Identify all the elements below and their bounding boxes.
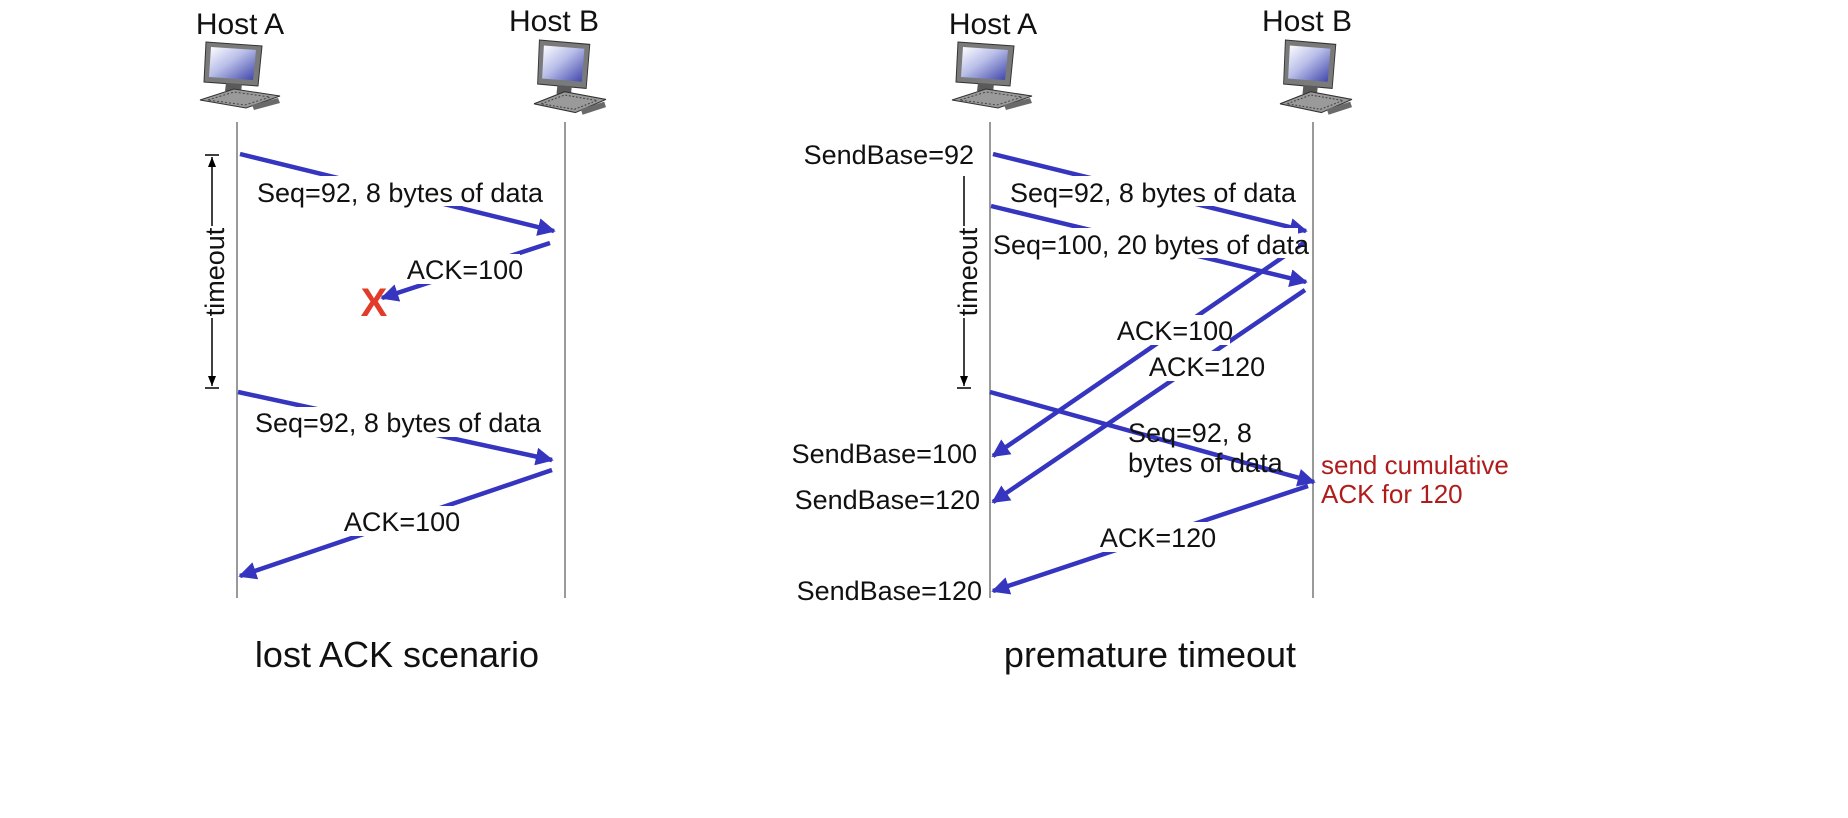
left-ack-2-label: ACK=100 bbox=[344, 507, 460, 537]
left-caption: lost ACK scenario bbox=[255, 634, 539, 675]
right-ack-100-arrow bbox=[991, 240, 1307, 458]
timer-arrow-icon bbox=[205, 154, 219, 389]
left-timeout-label: timeout bbox=[200, 227, 230, 316]
left-segment-1-label: Seq=92, 8 bytes of data bbox=[257, 178, 544, 208]
right-host-a-label: Host A bbox=[949, 8, 1037, 41]
left-ack-1-label: ACK=100 bbox=[407, 255, 523, 285]
right-caption: premature timeout bbox=[1004, 634, 1296, 675]
left-host-a-label: Host A bbox=[196, 8, 284, 41]
right-ack-120-final-label: ACK=120 bbox=[1100, 523, 1216, 553]
right-segment-2-label: Seq=100, 20 bytes of data bbox=[993, 230, 1310, 260]
left-panel: Host A Host B timeout Seq=92, 8 bytes of… bbox=[196, 5, 607, 675]
timer-arrow-icon bbox=[957, 176, 971, 389]
right-segment-3-arrow bbox=[989, 389, 1316, 487]
sendbase-100-label: SendBase=100 bbox=[792, 439, 977, 469]
right-segment-3-label-line1: Seq=92, 8 bbox=[1128, 418, 1252, 448]
right-segment-1-label: Seq=92, 8 bytes of data bbox=[1010, 178, 1297, 208]
left-segment-2-label: Seq=92, 8 bytes of data bbox=[255, 408, 542, 438]
right-timeout-label: timeout bbox=[953, 227, 983, 316]
computer-icon bbox=[951, 41, 1033, 111]
cumulative-ack-note-line2: ACK for 120 bbox=[1321, 479, 1463, 509]
right-ack-120-label: ACK=120 bbox=[1149, 352, 1265, 382]
sendbase-120-final-label: SendBase=120 bbox=[797, 576, 982, 606]
right-host-b-label: Host B bbox=[1262, 5, 1352, 38]
right-ack-120-arrow bbox=[991, 288, 1307, 504]
cumulative-ack-note-line1: send cumulative bbox=[1321, 450, 1509, 480]
right-panel: Host A Host B timeout SendBase=92 Seq=92… bbox=[792, 5, 1509, 675]
left-host-b-label: Host B bbox=[509, 5, 599, 38]
right-ack-100-label: ACK=100 bbox=[1117, 316, 1233, 346]
computer-icon bbox=[199, 41, 281, 111]
sendbase-120-label: SendBase=120 bbox=[795, 485, 980, 515]
lost-x-icon: X bbox=[361, 281, 388, 325]
sendbase-92-label: SendBase=92 bbox=[804, 140, 974, 170]
computer-icon bbox=[1279, 39, 1353, 116]
computer-icon bbox=[533, 39, 607, 116]
right-segment-3-label-line2: bytes of data bbox=[1128, 448, 1284, 478]
